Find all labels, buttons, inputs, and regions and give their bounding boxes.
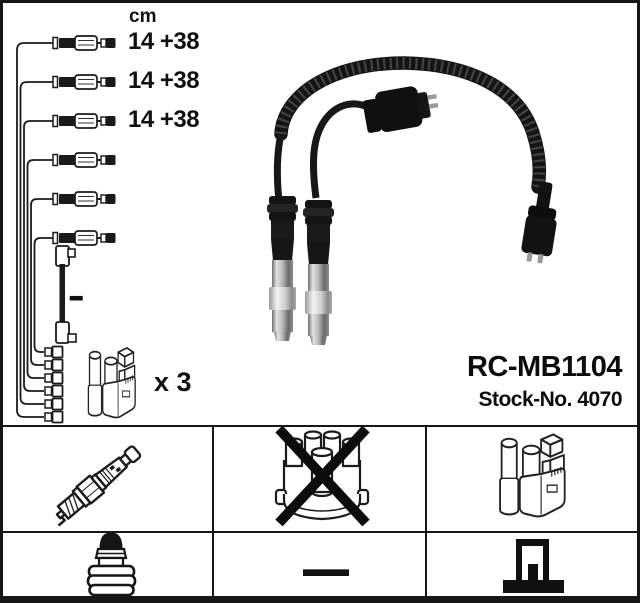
mounting-bracket-icon bbox=[503, 539, 564, 593]
coil-pack-x3-icon bbox=[87, 347, 137, 419]
cable-photo bbox=[267, 56, 557, 345]
cable-length-label-2: 14 +38 bbox=[128, 67, 200, 94]
cable-length-label-1: 14 +38 bbox=[128, 28, 200, 55]
legend-col-line-2 bbox=[425, 425, 427, 596]
border-bottom bbox=[0, 596, 640, 603]
part-number: RC-MB1104 bbox=[466, 351, 623, 383]
distributor-cap-crossed-icon bbox=[274, 425, 370, 527]
legend-col-line-1 bbox=[212, 425, 214, 596]
legend-top-line bbox=[0, 425, 640, 427]
spark-plug-boot-left bbox=[267, 196, 298, 341]
border-top bbox=[0, 0, 640, 3]
coil-wire-drawing bbox=[55, 245, 77, 344]
unit-label: cm bbox=[129, 6, 157, 27]
coil-wire-length-dash: – bbox=[69, 281, 84, 311]
crossed-out-x bbox=[275, 425, 370, 527]
coil-connector bbox=[362, 86, 439, 133]
cable-end-connectors bbox=[52, 35, 117, 246]
spark-plug-boot-right bbox=[303, 200, 334, 345]
legend-row-line bbox=[0, 531, 640, 533]
stock-number: Stock-No. 4070 bbox=[478, 388, 622, 411]
part-id-block: RC-MB1104 Stock-No. 4070 bbox=[466, 351, 623, 412]
harness-plug-stack bbox=[44, 345, 64, 424]
border-left bbox=[0, 0, 3, 603]
coil-quantity-label: x 3 bbox=[154, 367, 192, 397]
border-right bbox=[637, 0, 640, 603]
cable-length-label-3: 14 +38 bbox=[128, 106, 200, 133]
spark-plug-icon bbox=[55, 445, 142, 527]
harness-diagram bbox=[16, 42, 53, 418]
legend-dash: — bbox=[303, 543, 349, 595]
corrugated-lead-boot bbox=[521, 181, 557, 264]
ignition-coil-icon bbox=[499, 433, 566, 518]
plug-connector-icon bbox=[86, 532, 137, 597]
